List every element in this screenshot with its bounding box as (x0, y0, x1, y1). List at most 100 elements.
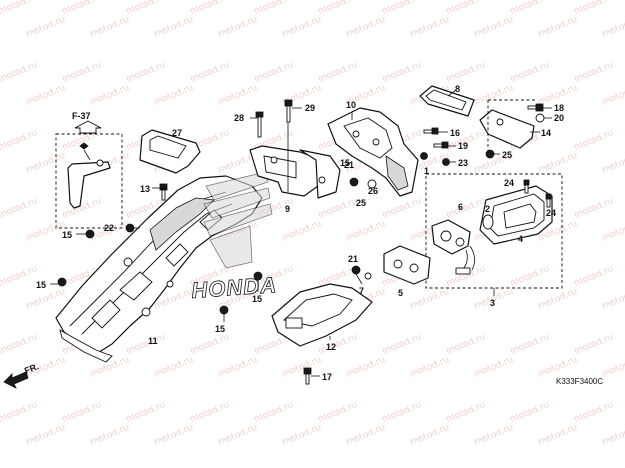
screw-icon (545, 193, 552, 208)
callout-11: 11 (148, 336, 158, 346)
callout-25a: 25 (356, 198, 366, 208)
watermark-text: motod.ru (189, 400, 231, 425)
watermark-text: motod.ru (573, 60, 615, 85)
callout-16: 16 (450, 128, 460, 138)
watermark-text: motod.ru (445, 400, 487, 425)
watermark-text: motod.ru (409, 287, 451, 312)
callout-26: 26 (368, 186, 378, 196)
bolt-icon (433, 141, 449, 149)
assembly-box (425, 173, 563, 289)
watermark-text: motod.ru (61, 196, 103, 221)
callout-24b: 24 (546, 208, 556, 218)
bolt-icon (423, 127, 439, 135)
watermark-text: motod.ru (25, 423, 67, 448)
watermark-text: motod.ru (25, 83, 67, 108)
callout-15b: 15 (36, 280, 46, 290)
nut-icon (219, 305, 229, 315)
part-license-light (383, 245, 431, 285)
watermark-text: motod.ru (573, 196, 615, 221)
watermark-text: motod.ru (89, 15, 131, 40)
callout-15a: 15 (62, 230, 72, 240)
watermark-text: motod.ru (473, 355, 515, 380)
watermark-text: motod.ru (217, 423, 259, 448)
watermark-text: motod.ru (317, 60, 359, 85)
front-arrow: FR. (3, 361, 40, 389)
watermark-text: motod.ru (0, 0, 39, 17)
watermark-text: motod.ru (217, 83, 259, 108)
callout-21b: 21 (348, 254, 358, 264)
watermark-text: motod.ru (601, 423, 625, 448)
watermark-text: motod.ru (445, 332, 487, 357)
watermark-text: motod.ru (537, 423, 579, 448)
watermark-text: motod.ru (61, 0, 103, 17)
watermark-text: motod.ru (217, 355, 259, 380)
watermark-text: motod.ru (381, 0, 423, 17)
part-tail-light (479, 185, 553, 245)
up-arrow-icon (74, 120, 102, 134)
watermark-text: motod.ru (153, 83, 195, 108)
watermark-text: motod.ru (189, 60, 231, 85)
callout-15e: 15 (340, 158, 350, 168)
brand-mark: HONDA (191, 272, 278, 303)
watermark-text: motod.ru (537, 287, 579, 312)
watermark-text: motod.ru (125, 332, 167, 357)
watermark-text: motod.ru (0, 60, 39, 85)
callout-6: 6 (458, 202, 463, 212)
watermark-text: motod.ru (601, 355, 625, 380)
watermark-text: motod.ru (573, 128, 615, 153)
callout-28: 28 (234, 113, 244, 123)
washer-icon (364, 272, 372, 280)
watermark-text: motod.ru (281, 219, 323, 244)
watermark-text: motod.ru (253, 0, 295, 17)
callout-15d: 15 (252, 294, 262, 304)
watermark-text: motod.ru (601, 151, 625, 176)
bolt-icon (527, 103, 544, 112)
watermark-text: motod.ru (573, 400, 615, 425)
callout-22: 22 (104, 223, 114, 233)
leader-lines (50, 89, 552, 377)
watermark-text: motod.ru (601, 287, 625, 312)
washer-icon (367, 179, 377, 189)
part-strap (139, 129, 201, 174)
callout-9: 9 (285, 204, 290, 214)
watermark-text: motod.ru (409, 355, 451, 380)
nut-icon (85, 229, 95, 239)
callout-2: 2 (485, 204, 490, 214)
nut-icon (349, 177, 359, 187)
watermark-text: motod.ru (281, 15, 323, 40)
watermark-text: motod.ru (445, 0, 487, 17)
watermark-text: motod.ru (473, 83, 515, 108)
watermark-text: motod.ru (281, 423, 323, 448)
watermark-text: motod.ru (317, 0, 359, 17)
watermark-text: motod.ru (409, 15, 451, 40)
nut-icon (57, 277, 67, 287)
front-arrow-icon (3, 371, 29, 389)
watermark-text: motod.ru (25, 287, 67, 312)
honda-wing-logo (203, 171, 273, 269)
part-bulb (482, 214, 494, 230)
watermark-text: motod.ru (61, 400, 103, 425)
diagram-code: K333F3400C (556, 377, 603, 386)
nut-icon (253, 271, 263, 281)
watermark-text: motod.ru (189, 0, 231, 17)
watermark-text: motod.ru (381, 332, 423, 357)
callout-18: 18 (554, 103, 564, 113)
nut-icon (485, 149, 495, 159)
nut-icon (351, 265, 361, 275)
part-reflector-bracket (479, 99, 536, 150)
watermark-text: motod.ru (125, 400, 167, 425)
watermark-text: motod.ru (473, 423, 515, 448)
nut-icon (420, 152, 428, 160)
watermark-text: motod.ru (153, 423, 195, 448)
watermark-text: motod.ru (253, 400, 295, 425)
watermark-text: motod.ru (473, 15, 515, 40)
bolt-icon (303, 367, 312, 385)
callout-1: 1 (424, 166, 429, 176)
callout-27: 27 (172, 128, 182, 138)
watermark-text: motod.ru (0, 264, 39, 289)
watermark-text: motod.ru (25, 219, 67, 244)
callout-8: 8 (455, 84, 460, 94)
watermark-text: motod.ru (381, 196, 423, 221)
callout-29: 29 (305, 103, 315, 113)
